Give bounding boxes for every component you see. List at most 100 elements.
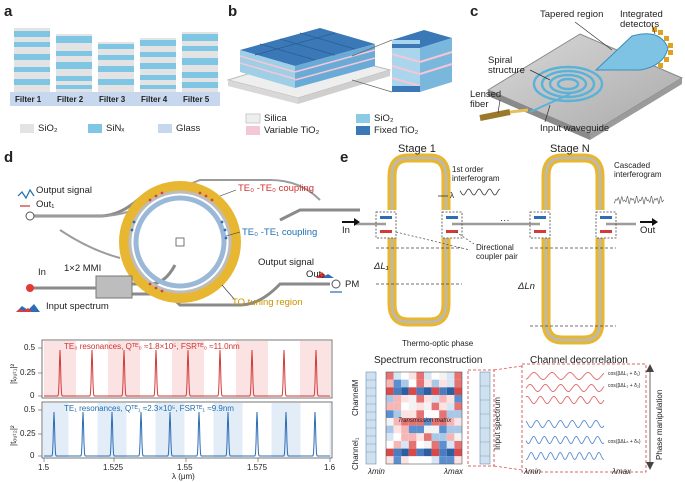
plot-xtick-3: 1.575	[247, 463, 268, 472]
output-signal-2-label: Output signal	[258, 257, 314, 268]
matrix-cell	[401, 417, 409, 426]
cascaded-interferogram-label: Cascaded interferogram	[614, 161, 662, 179]
legend-swatch-variable-tio2	[246, 126, 260, 135]
transmission-matrix-label: Transmission matrix	[398, 418, 452, 424]
matrix-cell	[424, 417, 432, 426]
matrix-cell	[416, 425, 424, 434]
phase-manipulation-label: Phase manipulation	[655, 389, 664, 460]
panel-e-reconstruction	[365, 363, 654, 473]
matrix-cell	[416, 417, 424, 426]
matrix-cell	[454, 387, 462, 395]
e-in-label: In	[342, 225, 350, 236]
filter-stack-4	[140, 38, 176, 92]
plot-bottom-ytick-1: 0.25	[20, 429, 36, 438]
matrix-cell	[416, 433, 424, 441]
matrix-cell	[393, 410, 402, 418]
transmission-matrix	[386, 372, 462, 464]
integrated-detectors-label: Integrated detectors	[620, 9, 663, 31]
matrix-cell	[431, 394, 440, 403]
matrix-cell	[416, 387, 424, 395]
matrix-cell	[431, 410, 440, 418]
matrix-cell	[408, 410, 417, 418]
matrix-cell	[408, 425, 417, 434]
matrix-cell	[446, 433, 455, 441]
matrix-cell	[431, 433, 440, 441]
matrix-cell	[408, 402, 417, 411]
matrix-cell	[408, 440, 417, 449]
lambda-label: λ	[450, 191, 454, 200]
input-spectrum-e-label: Input spectrum	[493, 397, 502, 450]
cos-term-2: cos(βΔL₂ + δ₂)	[608, 383, 641, 389]
lensed-fiber-label: Lensed fiber	[470, 89, 502, 111]
legend-fixed-tio2-label: Fixed TiO₂	[374, 125, 419, 136]
plot-bottom-ytick-0: 0.5	[24, 405, 36, 414]
matrix-cell	[393, 425, 402, 434]
te1-transmission-trace	[44, 411, 330, 457]
matrix-cell	[393, 417, 402, 426]
plot-xtick-0: 1.5	[38, 463, 50, 472]
to-tuning-region-label: TO tuning region	[232, 297, 303, 308]
matrix-cell	[446, 425, 455, 434]
matrix-cell	[386, 410, 394, 418]
matrix-cell	[386, 387, 394, 395]
filter-2-label: Filter 2	[57, 95, 84, 104]
te0-te0-coupling-label: TE₀ -TE₀ coupling	[238, 183, 314, 194]
matrix-cell	[408, 448, 417, 457]
matrix-cell	[393, 394, 402, 403]
matrix-cell	[454, 402, 462, 411]
matrix-cell	[424, 456, 432, 464]
thermo-optic-phase-label: Thermo-optic phase	[402, 339, 474, 348]
matrix-cell	[401, 394, 409, 403]
panel-e-cascaded-mzi	[342, 153, 665, 345]
lambda-min-cd-label: λmin	[524, 467, 541, 476]
matrix-cell	[416, 410, 424, 418]
matrix-cell	[401, 402, 409, 411]
matrix-cell	[446, 394, 455, 403]
channel-decorrelation-title: Channel decorrelation	[530, 355, 628, 366]
matrix-cell	[386, 425, 394, 434]
matrix-cell	[439, 387, 447, 395]
panel-b-filter-array	[226, 28, 453, 135]
channel-1-label: Channel₁	[351, 437, 360, 471]
matrix-cell	[454, 425, 462, 434]
input-spectrum-label: Input spectrum	[46, 301, 109, 312]
tapered-region-label: Tapered region	[540, 9, 604, 20]
matrix-cell	[446, 448, 455, 457]
panel-d-plots	[38, 339, 333, 462]
legend-glass-label: Glass	[176, 123, 201, 134]
panel-letter-b: b	[228, 3, 238, 20]
matrix-cell	[401, 433, 409, 441]
panel-letter-a: a	[4, 3, 13, 20]
matrix-cell	[401, 448, 409, 457]
matrix-cell	[431, 425, 440, 434]
legend-sinx-label: SiNₓ	[106, 123, 125, 134]
lambda-max-cd-label: λmax	[612, 467, 632, 476]
legend-swatch-sinx	[88, 124, 102, 133]
matrix-cell	[401, 440, 409, 449]
matrix-cell	[408, 417, 417, 426]
matrix-cell	[386, 448, 394, 457]
matrix-cell	[393, 440, 402, 449]
filter-5-label: Filter 5	[183, 95, 210, 104]
resonance-band	[236, 341, 268, 397]
lambda-min-label: λmin	[368, 467, 385, 476]
matrix-cell	[439, 379, 447, 388]
panel-a-filters	[10, 28, 220, 133]
resonance-band	[43, 403, 69, 457]
output-signal-1-label: Output signal	[36, 185, 92, 196]
matrix-cell	[439, 410, 447, 418]
cos-term-1: cos(βΔL₁ + δ₁)	[608, 371, 640, 377]
panel-letter-d: d	[4, 149, 14, 166]
matrix-cell	[401, 379, 409, 388]
plot-top-ytick-0: 0.5	[24, 343, 36, 352]
matrix-cell	[454, 433, 462, 441]
panel-d-ring-schematic	[16, 179, 360, 312]
matrix-cell	[386, 402, 394, 411]
first-order-interferogram-label: 1st order interferogram	[452, 165, 500, 183]
te0-te1-coupling-label: TE₀ -TE₁ coupling	[242, 227, 318, 238]
stage-ellipsis: ···	[500, 215, 510, 226]
plot-top-title: TE₀ resonances, Qᵀᴱ₀ ≈1.8×10⁵, FSRᵀᴱ₀ ≈1…	[64, 342, 240, 351]
legend-swatch-fixed-tio2	[356, 126, 370, 135]
matrix-cell	[439, 372, 447, 380]
matrix-cell	[431, 440, 440, 449]
